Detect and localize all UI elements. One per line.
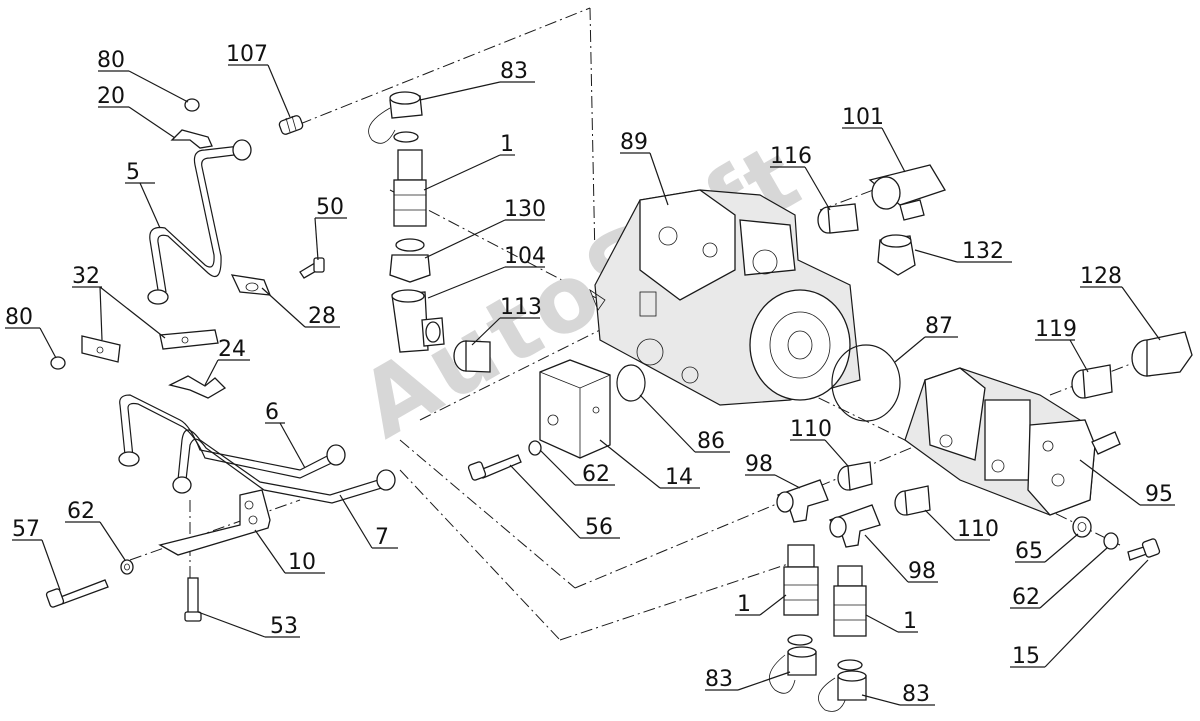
- callout-7: 7: [375, 525, 389, 550]
- callout-1-lower-left: 1: [737, 592, 751, 617]
- callout-95: 95: [1145, 482, 1173, 507]
- coupling-1-lower-right: [833, 565, 867, 637]
- cap-83-lower-right: [818, 659, 867, 712]
- callout-56: 56: [585, 515, 613, 540]
- callout-50: 50: [316, 195, 344, 220]
- callout-15: 15: [1012, 644, 1040, 669]
- washer-62-center: [528, 440, 542, 456]
- coupling-1-lower-left: [783, 544, 819, 616]
- adapter-113: [453, 340, 491, 373]
- washer-65: [1072, 516, 1092, 538]
- callout-116: 116: [770, 144, 812, 169]
- callout-32: 32: [72, 264, 100, 289]
- callout-89: 89: [620, 130, 648, 155]
- callout-57: 57: [12, 517, 40, 542]
- callout-24: 24: [218, 337, 246, 362]
- callout-107: 107: [226, 42, 268, 67]
- cap-83-top: [368, 91, 423, 144]
- tube-5: [147, 139, 252, 305]
- nut-128: [1131, 331, 1193, 377]
- tee-104: [391, 289, 445, 353]
- callout-80-top: 80: [97, 48, 125, 73]
- bracket-10: [158, 489, 271, 556]
- callout-62-right: 62: [1012, 585, 1040, 610]
- adapter-110-upper: [837, 461, 873, 491]
- tee-101: [868, 164, 946, 221]
- clamp-28: [230, 274, 272, 296]
- adapter-119: [1071, 364, 1113, 399]
- nut-80-top: [184, 98, 200, 112]
- callout-98-lower: 98: [908, 559, 936, 584]
- nut-80-left: [50, 356, 66, 370]
- washer-62-left: [120, 559, 134, 575]
- callout-14: 14: [665, 465, 693, 490]
- clamp-24: [168, 375, 227, 399]
- bolt-56: [467, 454, 522, 481]
- callout-130: 130: [504, 197, 546, 222]
- callout-104: 104: [504, 244, 546, 269]
- callout-113: 113: [500, 295, 542, 320]
- callout-10: 10: [288, 550, 316, 575]
- callout-86: 86: [697, 429, 725, 454]
- callout-28: 28: [308, 304, 336, 329]
- nut-132: [877, 234, 916, 276]
- tube-6-and-7: [118, 394, 396, 504]
- oring-86: [616, 364, 646, 402]
- callout-87: 87: [925, 314, 953, 339]
- bolt-15: [1127, 538, 1161, 561]
- callout-119: 119: [1035, 317, 1077, 342]
- callout-110-upper: 110: [790, 417, 832, 442]
- callout-labels: 80 20 107 83 1 5 50 130 104 32 28 80 24 …: [5, 42, 1173, 707]
- washer-62-right: [1103, 532, 1119, 550]
- bolt-50: [299, 257, 325, 279]
- callout-83-lower-left: 83: [705, 667, 733, 692]
- callout-53: 53: [270, 614, 298, 639]
- callout-98-upper: 98: [745, 452, 773, 477]
- leader-lines: [5, 64, 1175, 706]
- callout-128: 128: [1080, 264, 1122, 289]
- callout-6: 6: [265, 400, 279, 425]
- adapter-110-lower: [894, 485, 931, 516]
- callout-20: 20: [97, 84, 125, 109]
- tee-98-upper: [776, 479, 829, 523]
- adapter-116: [817, 203, 859, 234]
- pump-89: [589, 189, 861, 406]
- block-14: [539, 359, 611, 459]
- callout-110-lower: 110: [957, 517, 999, 542]
- bolt-57: [45, 579, 109, 608]
- tee-98-lower: [828, 504, 881, 548]
- adapter-130: [389, 238, 431, 283]
- callout-1-top: 1: [500, 132, 514, 157]
- cap-83-lower-left: [768, 634, 817, 694]
- bolt-107: [278, 115, 304, 135]
- callout-65: 65: [1015, 539, 1043, 564]
- clamp-20: [170, 129, 213, 149]
- callout-5: 5: [126, 160, 140, 185]
- callout-62-center: 62: [582, 462, 610, 487]
- callout-1-lower-right: 1: [903, 609, 917, 634]
- callout-83-top: 83: [500, 59, 528, 84]
- plate-32: [81, 329, 219, 363]
- oring-87: [831, 344, 901, 422]
- bolt-53: [184, 577, 202, 622]
- callout-62-left: 62: [67, 499, 95, 524]
- callout-101: 101: [842, 105, 884, 130]
- callout-132: 132: [962, 239, 1004, 264]
- coupling-1-top: [393, 149, 427, 227]
- callout-83-lower-right: 83: [902, 682, 930, 707]
- callout-80-left: 80: [5, 305, 33, 330]
- gear-pump-95: [904, 367, 1121, 516]
